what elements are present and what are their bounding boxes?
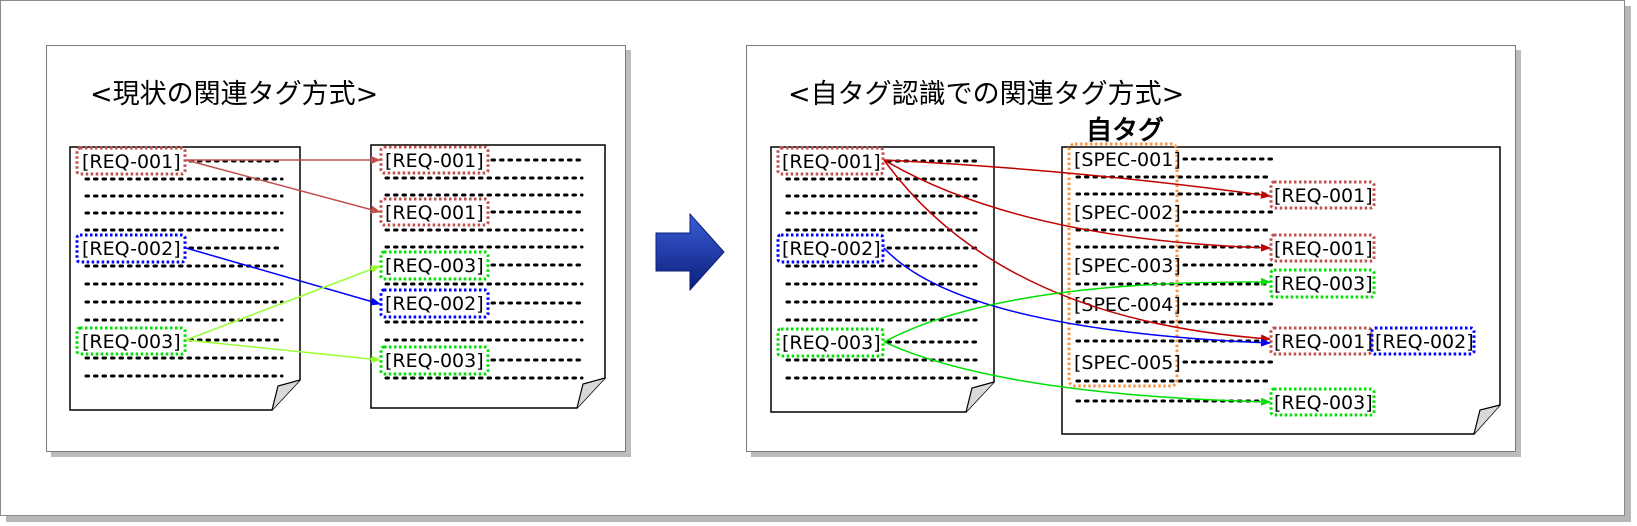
right-source-text-lines xyxy=(785,159,978,380)
left-source-text-lines xyxy=(84,159,284,378)
svg-text:[REQ-002]: [REQ-002] xyxy=(82,238,181,260)
self-tag-label: 自タグ xyxy=(1086,116,1165,146)
right-arrow-req001-a xyxy=(883,159,1271,199)
left-target-tag-req002: [REQ-002] xyxy=(379,288,490,319)
svg-text:[REQ-003]: [REQ-003] xyxy=(385,255,484,277)
right-arrow-req001-c xyxy=(883,159,1271,343)
svg-text:[REQ-003]: [REQ-003] xyxy=(782,332,881,354)
left-arrow-req001-b xyxy=(185,159,381,214)
svg-text:[REQ-001]: [REQ-001] xyxy=(1274,331,1373,353)
right-link-arrows xyxy=(883,159,1271,406)
related-tag-req003-b: [REQ-003] xyxy=(1269,387,1376,417)
right-arrow-req003-b xyxy=(883,341,1271,406)
svg-text:[REQ-003]: [REQ-003] xyxy=(1274,392,1373,414)
right-arrow-req001-b xyxy=(883,159,1271,252)
left-arrow-req003-b xyxy=(185,339,381,364)
self-tag-highlight-box xyxy=(1067,142,1179,388)
left-target-tag-req001-b: [REQ-001] xyxy=(379,197,490,227)
right-arrow-req002 xyxy=(883,247,1271,347)
self-tag-method-title: <自タグ認識での関連タグ方式> xyxy=(788,79,1185,110)
left-target-tag-req003-a: [REQ-003] xyxy=(379,250,490,281)
left-target-tag-req001-a: [REQ-001] xyxy=(379,145,490,175)
left-arrow-req003-a xyxy=(185,265,381,341)
svg-text:[REQ-002]: [REQ-002] xyxy=(1375,331,1474,353)
right-source-document xyxy=(770,146,995,413)
spec-tag-005: [SPEC-005] xyxy=(1074,352,1181,374)
svg-text:[REQ-001]: [REQ-001] xyxy=(1274,238,1373,260)
svg-text:[REQ-003]: [REQ-003] xyxy=(385,350,484,372)
spec-tag-004: [SPEC-004] xyxy=(1074,294,1181,316)
svg-text:[REQ-003]: [REQ-003] xyxy=(82,331,181,353)
svg-text:[REQ-001]: [REQ-001] xyxy=(782,151,881,173)
related-tag-req001-c: [REQ-001] xyxy=(1269,326,1373,356)
current-method-title: <現状の関連タグ方式> xyxy=(90,79,379,110)
spec-tag-002: [SPEC-002] xyxy=(1074,202,1181,224)
left-source-tag-req001: [REQ-001] xyxy=(75,146,187,176)
left-source-tag-req003: [REQ-003] xyxy=(75,326,187,356)
left-source-document xyxy=(69,146,301,411)
related-tag-req002: [REQ-002] xyxy=(1370,326,1476,356)
right-source-tag-req002: [REQ-002] xyxy=(776,233,885,264)
left-target-text-lines xyxy=(384,158,584,380)
right-source-tag-req001: [REQ-001] xyxy=(776,146,885,176)
left-link-arrows xyxy=(185,156,381,364)
left-target-tag-req003-b: [REQ-003] xyxy=(379,345,490,376)
transition-arrow-shape xyxy=(655,212,725,292)
svg-text:[REQ-001]: [REQ-001] xyxy=(1274,185,1373,207)
related-tag-req003-a: [REQ-003] xyxy=(1269,268,1376,299)
svg-text:[REQ-003]: [REQ-003] xyxy=(1274,273,1373,295)
right-arrow-req003-a xyxy=(883,277,1271,343)
spec-tag-001: [SPEC-001] xyxy=(1074,149,1181,171)
right-source-tag-req003: [REQ-003] xyxy=(776,327,885,358)
svg-text:[REQ-001]: [REQ-001] xyxy=(385,150,484,172)
left-arrow-req002 xyxy=(185,247,381,306)
left-source-tag-req002: [REQ-002] xyxy=(75,233,187,264)
svg-text:[REQ-001]: [REQ-001] xyxy=(385,202,484,224)
svg-text:[REQ-002]: [REQ-002] xyxy=(782,238,881,260)
svg-text:[REQ-001]: [REQ-001] xyxy=(82,151,181,173)
related-tag-req001-b: [REQ-001] xyxy=(1269,233,1376,263)
spec-tag-003: [SPEC-003] xyxy=(1074,255,1181,277)
svg-text:[REQ-002]: [REQ-002] xyxy=(385,293,484,315)
related-tag-req001-a: [REQ-001] xyxy=(1269,180,1376,210)
